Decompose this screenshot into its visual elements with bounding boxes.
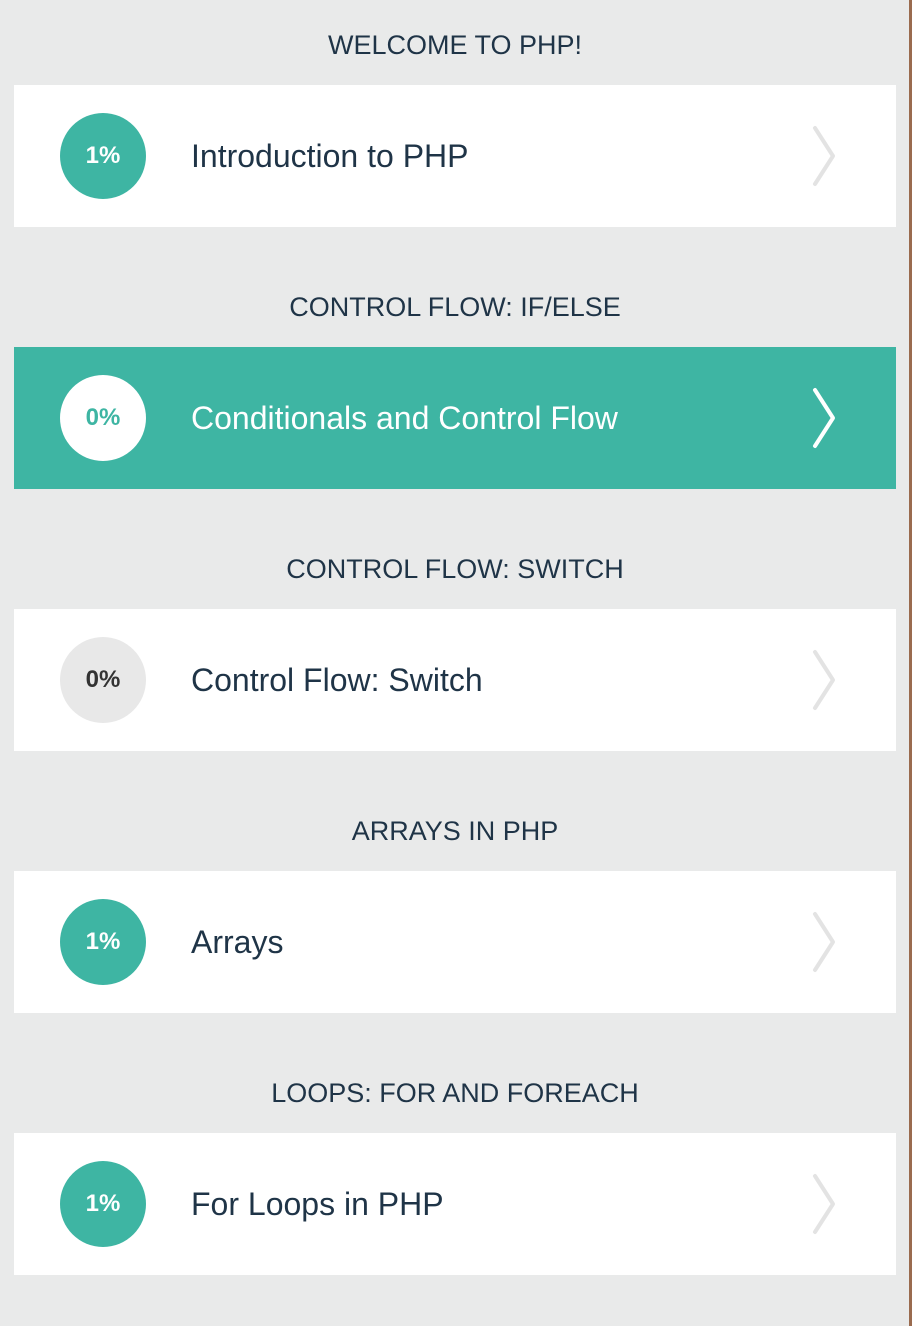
section-header: ARRAYS IN PHP xyxy=(351,816,559,846)
section-switch: CONTROL FLOW: SWITCH 0% Control Flow: Sw… xyxy=(14,524,896,786)
chevron-right-icon xyxy=(813,912,835,972)
section-arrays: ARRAYS IN PHP 1% Arrays xyxy=(14,786,896,1048)
section-loops: LOOPS: FOR AND FOREACH 1% For Loops in P… xyxy=(14,1048,896,1310)
lesson-title: Arrays xyxy=(191,924,284,960)
progress-circle: 1% xyxy=(60,1161,146,1247)
lesson-card-conditionals[interactable]: 0% Conditionals and Control Flow xyxy=(14,347,896,489)
lesson-card-introduction[interactable]: 1% Introduction to PHP xyxy=(14,85,896,227)
lesson-card-switch[interactable]: 0% Control Flow: Switch xyxy=(14,609,896,751)
chevron-right-icon xyxy=(813,650,835,710)
progress-circle: 1% xyxy=(60,113,146,199)
section-header: CONTROL FLOW: SWITCH xyxy=(286,554,624,584)
section-welcome: WELCOME TO PHP! 1% Introduction to PHP xyxy=(14,0,896,262)
section-header: CONTROL FLOW: IF/ELSE xyxy=(289,292,621,322)
lesson-title: Conditionals and Control Flow xyxy=(191,400,618,436)
lesson-title: For Loops in PHP xyxy=(191,1186,444,1222)
chevron-right-icon xyxy=(813,388,835,448)
section-header: WELCOME TO PHP! xyxy=(327,30,583,60)
window-edge xyxy=(909,0,912,1326)
section-header: LOOPS: FOR AND FOREACH xyxy=(271,1078,639,1108)
lesson-card-for-loops[interactable]: 1% For Loops in PHP xyxy=(14,1133,896,1275)
course-list: WELCOME TO PHP! 1% Introduction to PHP C… xyxy=(14,0,896,1310)
chevron-right-icon xyxy=(813,1174,835,1234)
lesson-card-arrays[interactable]: 1% Arrays xyxy=(14,871,896,1013)
section-if-else: CONTROL FLOW: IF/ELSE 0% Conditionals an… xyxy=(14,262,896,524)
progress-circle: 0% xyxy=(60,375,146,461)
chevron-right-icon xyxy=(813,126,835,186)
lesson-title: Control Flow: Switch xyxy=(191,662,483,698)
progress-circle: 1% xyxy=(60,899,146,985)
lesson-title: Introduction to PHP xyxy=(191,138,469,174)
progress-circle: 0% xyxy=(60,637,146,723)
